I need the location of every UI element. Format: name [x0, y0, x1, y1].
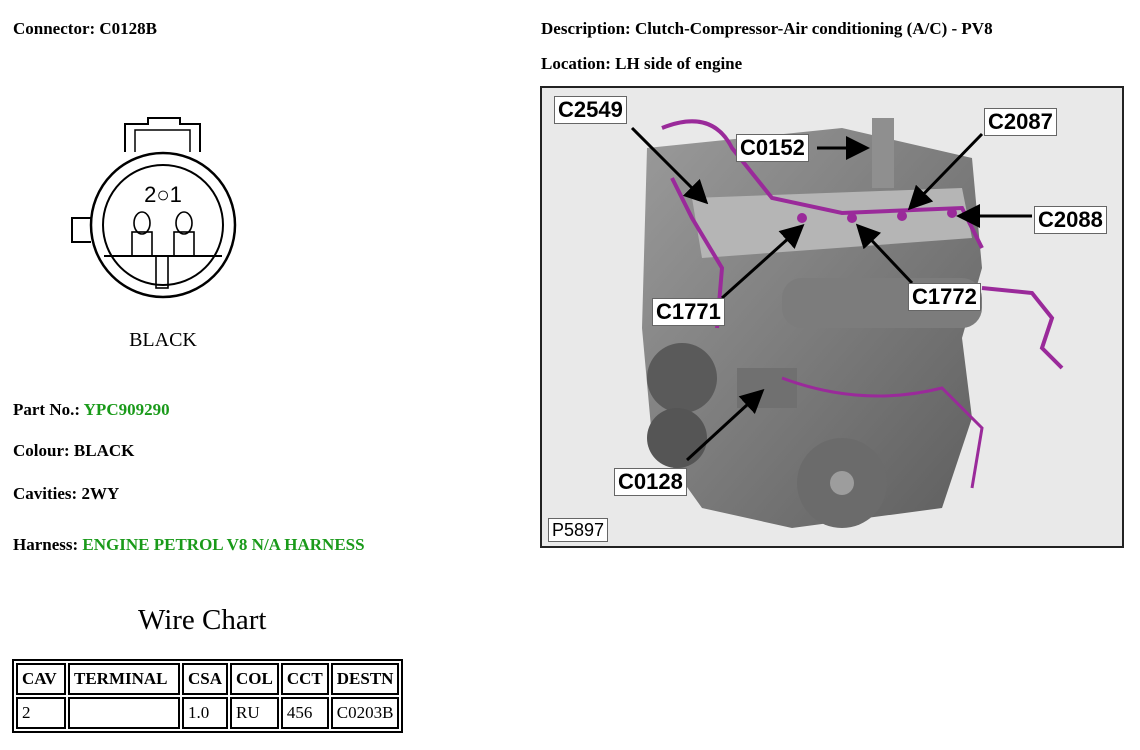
part-no-label: Part No.:	[13, 400, 81, 419]
description-value: Clutch-Compressor-Air conditioning (A/C)…	[634, 19, 993, 38]
table-header-row: CAV TERMINAL CSA COL CCT DESTN	[16, 663, 400, 695]
callout-c2549: C2549	[554, 96, 627, 124]
callout-c2087: C2087	[984, 108, 1057, 136]
part-no-field: Part No.: YPC909290	[13, 400, 170, 420]
connector-label: Connector:	[13, 19, 96, 38]
colour-field: Colour: BLACK	[13, 441, 134, 461]
cell-col: RU	[230, 697, 279, 729]
cell-cct: 456	[280, 697, 329, 729]
connector-value: C0128B	[99, 19, 158, 38]
header-terminal: TERMINAL	[68, 663, 180, 695]
header-cct: CCT	[280, 663, 329, 695]
cavities-field: Cavities: 2WY	[13, 484, 119, 504]
callout-c0128: C0128	[614, 468, 687, 496]
location-label: Location:	[541, 54, 611, 73]
cell-cav: 2	[16, 697, 66, 729]
connector-field: Connector: C0128B	[13, 19, 157, 39]
location-field: Location: LH side of engine	[541, 54, 742, 74]
header-col: COL	[230, 663, 279, 695]
table-row: 2 1.0 RU 456 C0203B	[16, 697, 400, 729]
header-cav: CAV	[16, 663, 66, 695]
harness-link[interactable]: ENGINE PETROL V8 N/A HARNESS	[82, 535, 365, 554]
description-field: Description: Clutch-Compressor-Air condi…	[541, 19, 993, 39]
wire-chart-title: Wire Chart	[138, 604, 267, 636]
callout-c2088: C2088	[1034, 206, 1107, 234]
harness-field: Harness: ENGINE PETROL V8 N/A HARNESS	[13, 535, 365, 555]
header-destn: DESTN	[330, 663, 400, 695]
photo-reference: P5897	[548, 518, 609, 542]
callout-c1771: C1771	[652, 298, 725, 326]
cavity-numbers: 2○1	[144, 182, 182, 207]
cell-destn: C0203B	[330, 697, 400, 729]
colour-label: Colour:	[13, 441, 70, 460]
harness-label: Harness:	[13, 535, 79, 554]
diagram-colour-caption: BLACK	[129, 329, 197, 351]
part-no-link[interactable]: YPC909290	[83, 400, 170, 419]
header-csa: CSA	[182, 663, 229, 695]
connector-diagram: 2○1 BLACK	[60, 110, 260, 360]
cavities-label: Cavities:	[13, 484, 78, 503]
callout-c0152: C0152	[736, 134, 809, 162]
description-label: Description:	[541, 19, 631, 38]
location-value: LH side of engine	[615, 54, 743, 73]
colour-value: BLACK	[73, 441, 135, 460]
callout-c1772: C1772	[908, 283, 981, 311]
engine-location-image: C2549 C0152 C2087 C2088 C1772 C1771 C012…	[540, 86, 1124, 548]
cell-terminal	[68, 697, 180, 729]
wire-chart-table: CAV TERMINAL CSA COL CCT DESTN 2 1.0 RU …	[12, 659, 404, 733]
cavities-value: 2WY	[81, 484, 120, 503]
cell-csa: 1.0	[182, 697, 229, 729]
